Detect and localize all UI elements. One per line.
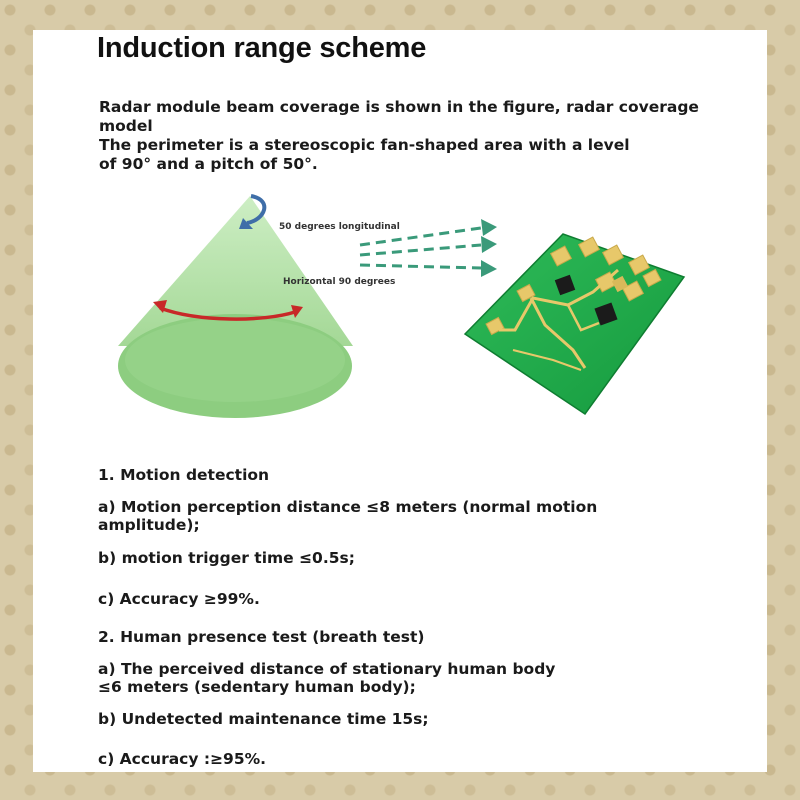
coverage-cone: 50 degrees longitudinal Horizontal 90 de… bbox=[118, 194, 400, 418]
pcb-board bbox=[463, 233, 686, 416]
horizontal-angle-label: Horizontal 90 degrees bbox=[283, 277, 395, 287]
beam-arrow-2 bbox=[359, 243, 482, 257]
section1-item-a: a) Motion perception distance ≤8 meters … bbox=[98, 498, 598, 534]
beam-arrow-1 bbox=[359, 226, 482, 247]
section1-item-b: b) motion trigger time ≤0.5s; bbox=[98, 549, 355, 567]
section1-heading: 1. Motion detection bbox=[98, 466, 270, 484]
ic-chip bbox=[554, 274, 576, 296]
section2-item-c: c) Accuracy :≥95%. bbox=[98, 750, 267, 768]
ic-chip bbox=[594, 302, 618, 326]
beam-arrow-3 bbox=[359, 263, 482, 270]
section2-item-b: b) Undetected maintenance time 15s; bbox=[98, 710, 429, 728]
page-title: Induction range scheme bbox=[97, 32, 427, 64]
section2-heading: 2. Human presence test (breath test) bbox=[98, 628, 425, 646]
horizontal-angle-arrow-icon bbox=[159, 306, 296, 321]
intro-line-3: The perimeter is a stereoscopic fan-shap… bbox=[99, 136, 630, 154]
vertical-angle-arrow-icon bbox=[246, 194, 267, 225]
intro-line-1: Radar module beam coverage is shown in t… bbox=[99, 98, 699, 116]
radar-module-pcb bbox=[463, 233, 686, 416]
intro-line-2: model bbox=[99, 117, 153, 135]
radar-coverage-figure: 50 degrees longitudinal Horizontal 90 de… bbox=[118, 194, 686, 418]
intro-line-4: of 90° and a pitch of 50°. bbox=[99, 155, 318, 173]
arrow-head-icon bbox=[481, 236, 497, 253]
section2-item-a: a) The perceived distance of stationary … bbox=[98, 660, 556, 696]
vertical-angle-label: 50 degrees longitudinal bbox=[279, 222, 400, 232]
arrow-head-icon bbox=[481, 260, 497, 277]
intro-paragraph: Radar module beam coverage is shown in t… bbox=[99, 98, 699, 174]
arrow-head-icon bbox=[481, 219, 497, 236]
section1-item-c: c) Accuracy ≥99%. bbox=[98, 590, 260, 608]
content-card: Induction range scheme Radar module beam… bbox=[33, 30, 767, 772]
beam-arrows bbox=[359, 226, 482, 270]
